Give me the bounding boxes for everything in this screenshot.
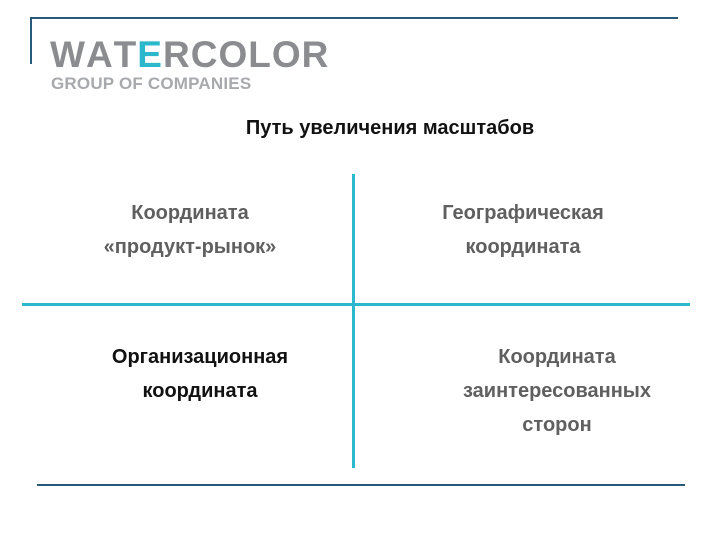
- vertical-divider: [352, 174, 355, 468]
- quadrant-top-right: Географическая координата: [373, 196, 673, 264]
- logo-letter: C: [190, 34, 219, 75]
- quadrant-bottom-left: Организационная координата: [50, 340, 350, 408]
- logo-letter: T: [113, 34, 138, 75]
- frame-top-line: [30, 17, 678, 19]
- quadrant-top-right-line-2: координата: [465, 236, 581, 258]
- quadrant-bottom-right-line-3: сторон: [522, 414, 592, 436]
- quadrant-top-left-line-1: Координата: [131, 202, 249, 224]
- quadrant-top-right-line-1: Географическая: [442, 202, 604, 224]
- logo-letter: L: [248, 34, 272, 75]
- quadrant-bottom-right: Координата заинтересованных сторон: [407, 340, 707, 442]
- logo-letter: O: [218, 34, 249, 75]
- horizontal-divider: [22, 303, 690, 306]
- quadrant-top-left: Координата «продукт-рынок»: [40, 196, 340, 264]
- quadrant-bottom-right-line-1: Координата: [498, 346, 616, 368]
- logo-wordmark: WATERCOLOR: [50, 36, 329, 73]
- frame-left-line: [30, 17, 32, 64]
- frame-bottom-line: [37, 484, 685, 486]
- logo-subtitle: GROUP OF COMPANIES: [51, 74, 252, 93]
- quadrant-bottom-left-line-2: координата: [142, 380, 258, 402]
- logo-letter: R: [301, 34, 330, 75]
- quadrant-bottom-left-line-1: Организационная: [111, 346, 289, 368]
- quadrant-bottom-right-line-2: заинтересованных: [462, 380, 652, 402]
- logo-letter: O: [271, 34, 302, 75]
- logo-letter: W: [50, 34, 86, 75]
- logo-letter: E: [137, 34, 163, 75]
- page-title: Путь увеличения масштабов: [245, 117, 535, 139]
- quadrant-top-left-line-2: «продукт-рынок»: [103, 236, 277, 258]
- logo-letter: A: [85, 34, 114, 75]
- logo-letter: R: [162, 34, 191, 75]
